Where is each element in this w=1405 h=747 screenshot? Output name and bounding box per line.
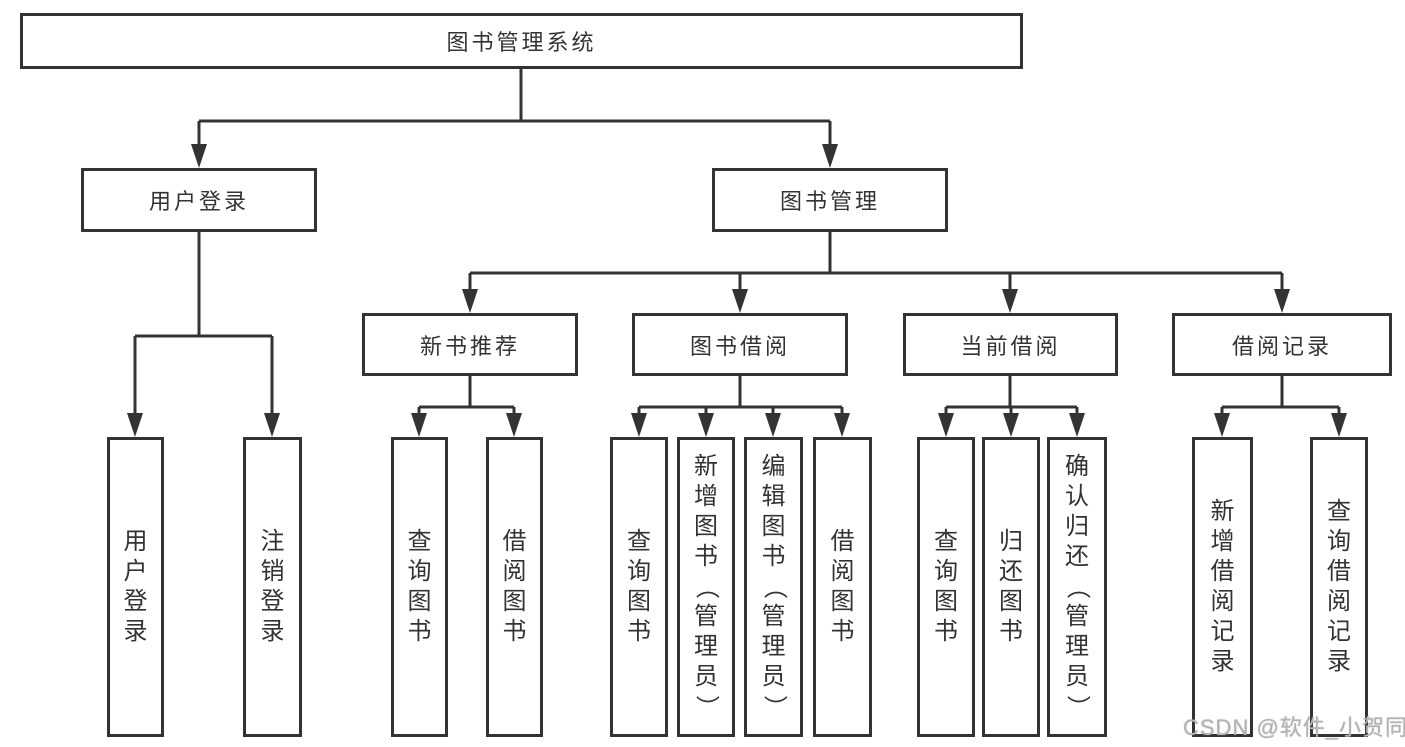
- node-new-book-recommend-label: 新书推荐: [419, 333, 520, 359]
- leaf-query-borrow-record-label: 查询借阅记录: [1327, 498, 1351, 675]
- node-new-book-recommend: 新书推荐: [362, 313, 578, 376]
- arrowhead: [1069, 413, 1085, 437]
- leaf-borrow-books-1-label: 借阅图书: [502, 528, 527, 645]
- arrowhead: [462, 289, 478, 313]
- connector-new-book-recommend: [417, 376, 516, 431]
- leaf-add-books-admin: 新增图书（管理员）: [677, 437, 735, 737]
- leaf-confirm-return-admin-label: 确认归还（管理员）: [1064, 453, 1091, 719]
- arrowhead: [191, 144, 207, 168]
- node-current-borrow-label: 当前借阅: [960, 333, 1061, 359]
- node-root-label: 图书管理系统: [446, 30, 597, 55]
- leaf-borrow-books-1: 借阅图书: [486, 437, 543, 737]
- node-book-borrow: 图书借阅: [632, 313, 848, 376]
- arrowhead: [1003, 413, 1019, 437]
- leaf-borrow-books-2-label: 借阅图书: [830, 528, 855, 645]
- leaf-query-books-2: 查询图书: [610, 437, 668, 737]
- leaf-confirm-return-admin: 确认归还（管理员）: [1047, 437, 1107, 737]
- arrowhead: [411, 413, 427, 437]
- leaf-query-books-3: 查询图书: [917, 437, 975, 737]
- node-borrow-records-label: 借阅记录: [1231, 333, 1332, 359]
- arrowhead: [264, 413, 280, 437]
- arrowhead: [127, 413, 143, 437]
- arrowhead: [631, 413, 647, 437]
- node-user-login-label: 用户登录: [148, 189, 249, 214]
- arrowhead: [938, 413, 954, 437]
- arrowhead: [506, 413, 522, 437]
- leaf-logout: 注销登录: [243, 437, 302, 737]
- leaf-return-books: 归还图书: [982, 437, 1040, 737]
- leaf-edit-books-admin-label: 编辑图书（管理员）: [760, 453, 788, 719]
- leaf-query-books-3-label: 查询图书: [934, 528, 958, 645]
- leaf-user-login: 用户登录: [107, 437, 164, 737]
- arrowhead: [1274, 289, 1290, 313]
- arrowhead: [765, 413, 781, 437]
- leaf-borrow-books-2: 借阅图书: [813, 437, 872, 737]
- arrowhead: [698, 413, 714, 437]
- leaf-logout-label: 注销登录: [260, 528, 285, 645]
- connector-root-to-level2: [197, 69, 832, 162]
- arrowhead: [834, 413, 850, 437]
- leaf-query-borrow-record: 查询借阅记录: [1310, 437, 1368, 737]
- arrowhead: [1002, 289, 1018, 313]
- csdn-watermark: CSDN @软件_小贺同学: [1183, 715, 1405, 740]
- node-book-management-label: 图书管理: [779, 189, 880, 214]
- connector-borrow-records: [1220, 376, 1341, 431]
- leaf-query-books-2-label: 查询图书: [627, 528, 651, 645]
- connector-book-management: [468, 232, 1284, 307]
- arrowhead: [1331, 413, 1347, 437]
- leaf-edit-books-admin: 编辑图书（管理员）: [744, 437, 803, 737]
- node-user-login: 用户登录: [81, 168, 317, 232]
- leaf-add-borrow-record: 新增借阅记录: [1192, 437, 1253, 737]
- node-book-borrow-label: 图书借阅: [689, 333, 790, 359]
- leaf-user-login-label: 用户登录: [123, 528, 148, 645]
- node-current-borrow: 当前借阅: [903, 313, 1118, 376]
- node-book-management: 图书管理: [712, 168, 948, 232]
- leaf-return-books-label: 归还图书: [999, 528, 1023, 645]
- leaf-add-borrow-record-label: 新增借阅记录: [1210, 498, 1235, 675]
- connector-user-login: [133, 232, 274, 431]
- arrowhead: [1214, 413, 1230, 437]
- arrowhead: [822, 144, 838, 168]
- node-borrow-records: 借阅记录: [1172, 313, 1392, 376]
- node-root: 图书管理系统: [20, 13, 1023, 69]
- arrowhead: [732, 289, 748, 313]
- leaf-add-books-admin-label: 新增图书（管理员）: [693, 453, 720, 719]
- leaf-query-books-1: 查询图书: [391, 437, 448, 737]
- leaf-query-books-1-label: 查询图书: [407, 528, 432, 645]
- connector-book-borrow: [637, 376, 844, 431]
